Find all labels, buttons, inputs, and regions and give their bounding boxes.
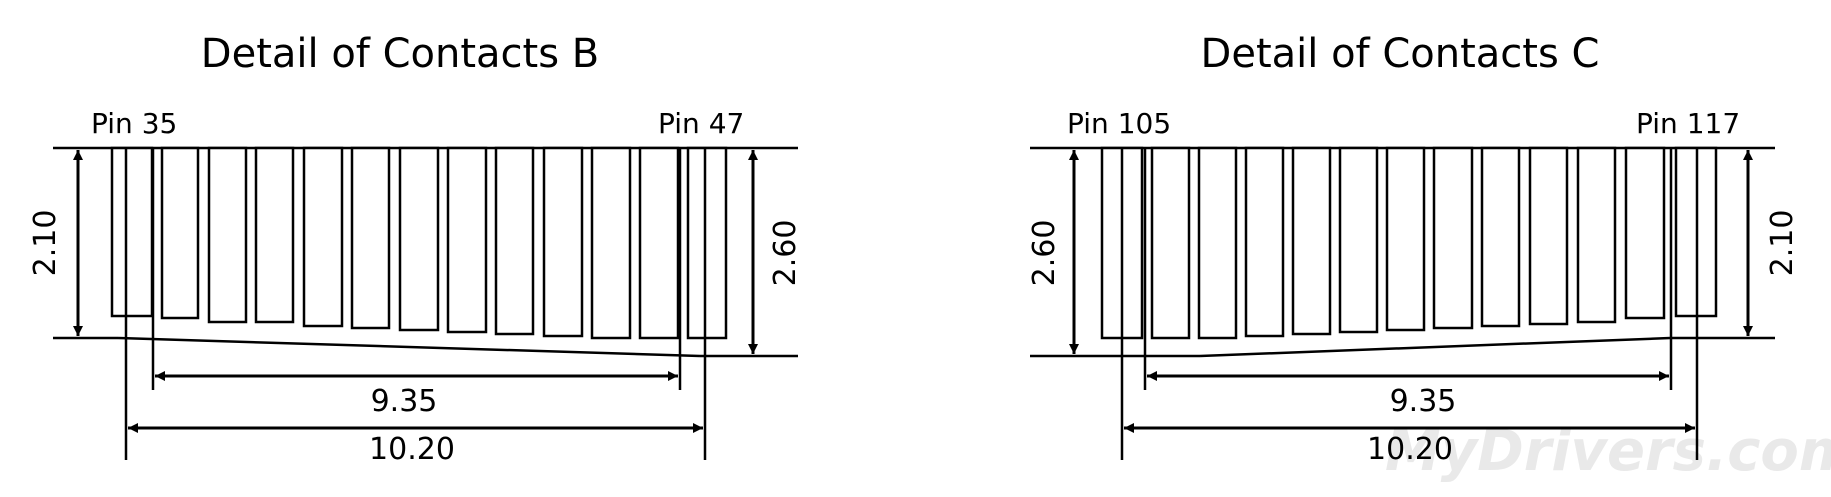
contacts-b-contact-pad xyxy=(638,146,680,340)
contacts-c-title: Detail of Contacts C xyxy=(1201,31,1600,77)
contacts-c-contact-pad xyxy=(1150,146,1191,340)
contacts-b-contact-pad xyxy=(207,146,248,324)
contacts-b-right-dim-label: 2.60 xyxy=(768,220,803,287)
contacts-c-contact-pad xyxy=(1576,146,1617,324)
contacts-c-right-dim-label: 2.10 xyxy=(1765,210,1800,277)
contacts-c-inner-dim-label: 9.35 xyxy=(1390,384,1457,419)
contacts-b-pin-last: Pin 47 xyxy=(658,107,744,140)
contacts-b-contact-pad xyxy=(398,146,440,332)
contacts-c-pin-last: Pin 117 xyxy=(1636,107,1740,140)
contacts-c-contact-pad xyxy=(1385,146,1426,332)
contacts-b-outer-dim-label: 10.20 xyxy=(369,432,455,467)
contacts-b-contact-pad xyxy=(110,146,154,318)
contacts-c-pin-first: Pin 105 xyxy=(1067,107,1171,140)
contacts-b-left-dim-label: 2.10 xyxy=(28,210,63,277)
contacts-b-contact-pad xyxy=(494,146,535,336)
contacts-c-tapered-edge xyxy=(1199,336,1671,358)
contacts-b-contact-pad xyxy=(350,146,391,330)
contacts-b-contact-pad xyxy=(590,146,632,340)
contacts-b-pads xyxy=(110,146,728,340)
contacts-b-contact-pad xyxy=(302,146,344,328)
contacts-b-contact-pad xyxy=(446,146,488,334)
contacts-b-diagram: Detail of Contacts B Pin 35 Pin 47 2.10 … xyxy=(28,31,803,467)
contacts-c-contact-pad xyxy=(1197,146,1238,340)
contacts-c-contact-pad xyxy=(1291,146,1332,336)
contacts-c-pads xyxy=(1100,146,1718,340)
contacts-c-contact-pad xyxy=(1480,146,1521,328)
contacts-b-inner-dim-label: 9.35 xyxy=(371,384,438,419)
contacts-c-contact-pad xyxy=(1244,146,1285,338)
contacts-c-diagram: Detail of Contacts C Pin 105 Pin 117 2.6… xyxy=(1027,31,1800,467)
contacts-b-contact-pad xyxy=(160,146,200,320)
contacts-c-contact-pad xyxy=(1338,146,1379,334)
contacts-c-contact-pad xyxy=(1432,146,1474,330)
contacts-c-outer-dim-label: 10.20 xyxy=(1367,432,1453,467)
contacts-b-contact-pad xyxy=(686,146,728,340)
contacts-b-pin-first: Pin 35 xyxy=(91,107,177,140)
contacts-b-title: Detail of Contacts B xyxy=(201,31,599,77)
contacts-c-left-dim-label: 2.60 xyxy=(1027,220,1062,287)
contacts-c-contact-pad xyxy=(1624,146,1666,320)
contacts-b-contact-pad xyxy=(254,146,295,324)
contacts-c-contact-pad xyxy=(1528,146,1569,326)
contacts-b-contact-pad xyxy=(542,146,584,338)
contacts-b-tapered-edge xyxy=(117,336,701,358)
